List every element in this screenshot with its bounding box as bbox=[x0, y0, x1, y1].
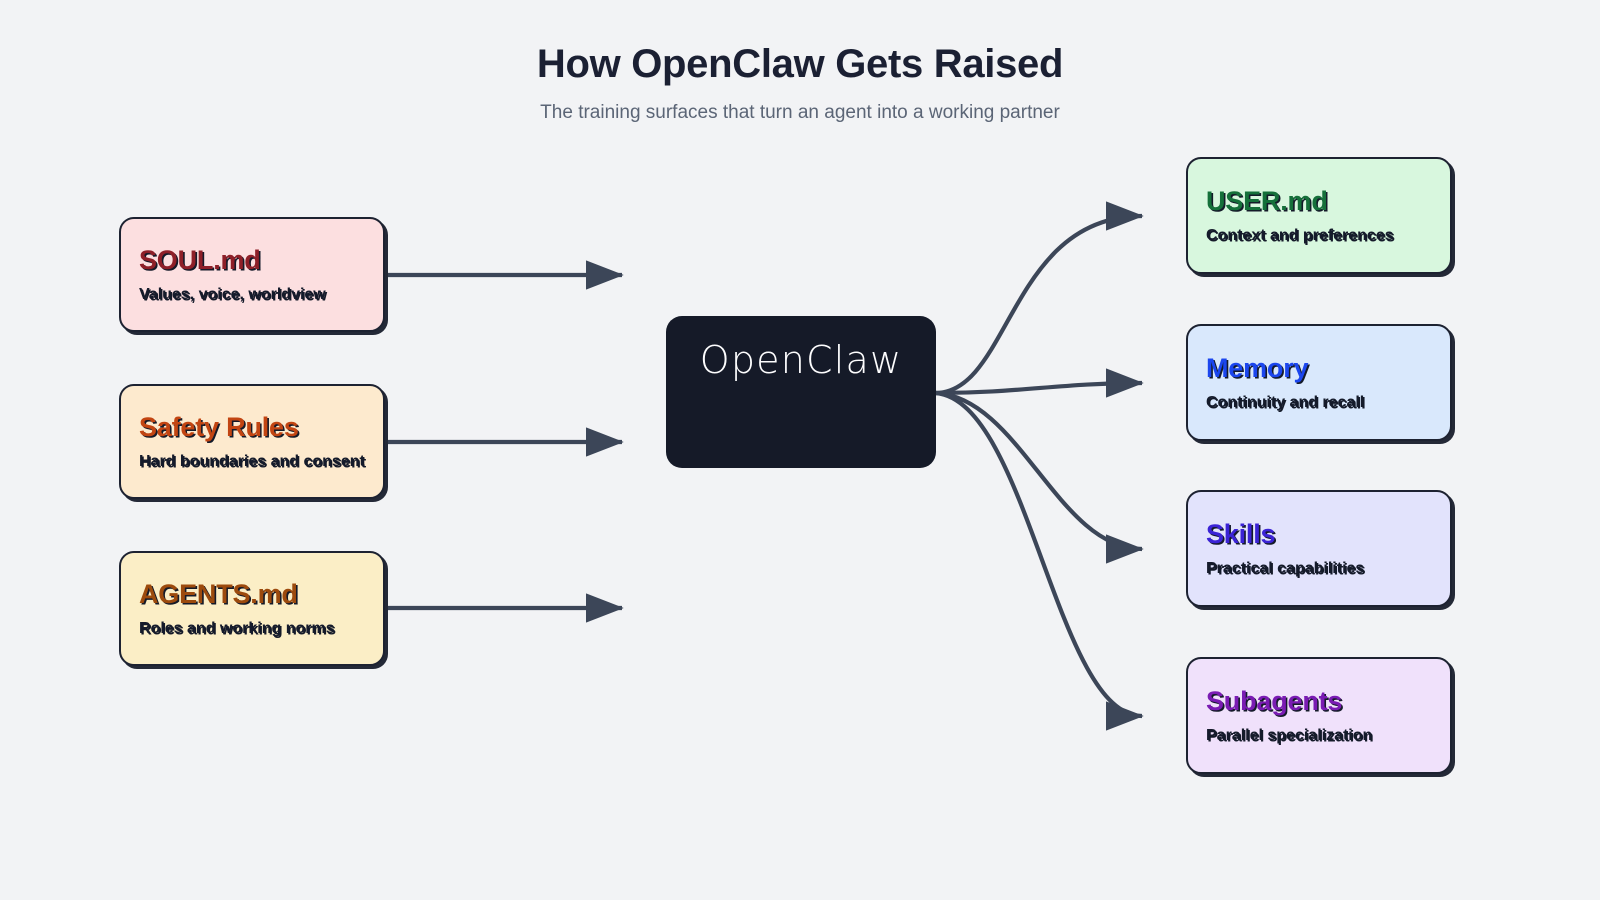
node-openclaw[interactable]: OpenClaw bbox=[666, 316, 936, 468]
node-memory-title: Memory bbox=[1206, 352, 1309, 383]
edge-center-to-subagents bbox=[935, 390, 1144, 731]
node-user[interactable]: USER.md Context and preferences bbox=[1186, 157, 1452, 274]
page-subtitle: The training surfaces that turn an agent… bbox=[540, 102, 1060, 123]
node-safety-rules[interactable]: Safety Rules Hard boundaries and consent bbox=[119, 384, 385, 499]
node-memory-subtitle: Continuity and recall bbox=[1206, 394, 1365, 412]
node-skills[interactable]: Skills Practical capabilities bbox=[1186, 490, 1452, 607]
node-agents-title: AGENTS.md bbox=[139, 578, 298, 609]
edge-center-to-memory bbox=[935, 368, 1144, 398]
diagram-header: How OpenClaw Gets Raised The training su… bbox=[0, 40, 1600, 124]
node-memory[interactable]: Memory Continuity and recall bbox=[1186, 324, 1452, 441]
node-safety-rules-title: Safety Rules bbox=[139, 411, 299, 442]
node-safety-rules-subtitle: Hard boundaries and consent bbox=[139, 453, 365, 471]
node-agents[interactable]: AGENTS.md Roles and working norms bbox=[119, 551, 385, 666]
node-soul[interactable]: SOUL.md Values, voice, worldview bbox=[119, 217, 385, 332]
node-subagents[interactable]: Subagents Parallel specialization bbox=[1186, 657, 1452, 774]
node-subagents-subtitle: Parallel specialization bbox=[1206, 727, 1373, 745]
edge-center-to-user bbox=[935, 201, 1144, 396]
edge-center-to-skills bbox=[935, 390, 1144, 564]
node-user-title: USER.md bbox=[1206, 185, 1328, 216]
node-subagents-title: Subagents bbox=[1206, 685, 1343, 716]
node-soul-subtitle: Values, voice, worldview bbox=[139, 286, 326, 304]
node-skills-title: Skills bbox=[1206, 518, 1276, 549]
node-agents-subtitle: Roles and working norms bbox=[139, 620, 335, 638]
node-user-subtitle: Context and preferences bbox=[1206, 227, 1394, 245]
page-title: How OpenClaw Gets Raised bbox=[536, 42, 1064, 86]
node-skills-subtitle: Practical capabilities bbox=[1206, 560, 1365, 578]
node-openclaw-label: OpenClaw bbox=[699, 338, 903, 382]
node-soul-title: SOUL.md bbox=[139, 244, 261, 275]
